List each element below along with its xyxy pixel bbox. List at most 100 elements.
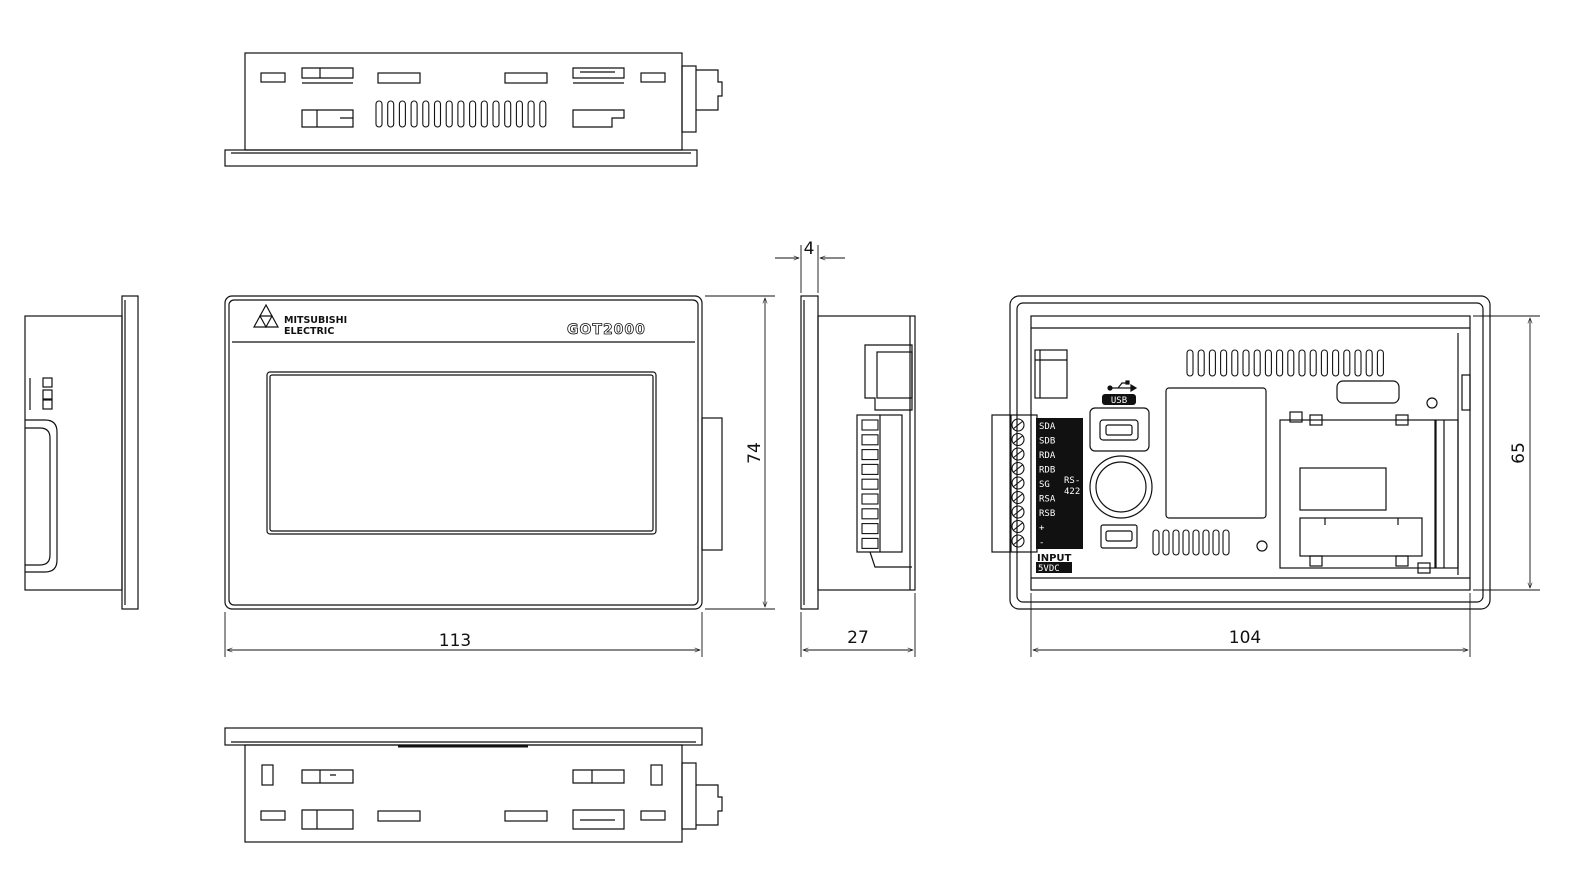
- vent-slot: [1186, 349, 1194, 377]
- dim-cutout-width: 104: [1229, 628, 1261, 648]
- vent-slot: [1162, 529, 1170, 556]
- vent-slot: [504, 100, 512, 128]
- terminal-screw-icon: [1011, 461, 1025, 476]
- vent-slot: [1276, 349, 1284, 377]
- terminal-clip: [861, 537, 879, 549]
- vent-slot: [1287, 349, 1295, 377]
- logo-line2: ELECTRIC: [284, 326, 334, 337]
- vent-slot: [433, 100, 442, 128]
- terminal-screw-icon: [1011, 418, 1025, 432]
- vent-slot: [492, 100, 500, 128]
- vent-slot: [375, 100, 383, 128]
- power-label-line1: INPUT: [1037, 553, 1072, 564]
- rear-label-area: [1165, 387, 1267, 519]
- mitsubishi-logo-icon: [252, 303, 280, 328]
- vent-slot: [1220, 349, 1228, 377]
- vent-slot: [1298, 349, 1306, 377]
- series-name: GOT2000: [567, 322, 646, 338]
- vent-slot: [1182, 529, 1190, 556]
- port-label-line2: 422: [1064, 487, 1080, 497]
- top-clip-left: [301, 67, 354, 128]
- vent-slot: [1309, 349, 1317, 377]
- terminal-label: SDB: [1039, 437, 1055, 447]
- dim-bezel-thickness: 4: [804, 239, 815, 259]
- vent-slot: [1343, 349, 1351, 377]
- front-view: [224, 295, 723, 610]
- vent-slot: [1208, 349, 1216, 377]
- rear-vent-slots-bottom: [1152, 529, 1230, 556]
- terminal-label: SDA: [1039, 422, 1056, 432]
- vent-slot: [1231, 349, 1239, 377]
- terminal-clip: [861, 508, 879, 520]
- terminal-screw-icon: [1011, 534, 1025, 548]
- terminal-screw-icon: [1011, 476, 1025, 490]
- usb-label: USB: [1111, 396, 1127, 406]
- battery-holder: [1089, 455, 1153, 519]
- display-screen: [266, 371, 657, 535]
- logo-line1: MITSUBISHI: [284, 315, 347, 326]
- dim-cutout-height: 65: [1509, 442, 1529, 464]
- rear-vent-slots-top: [1186, 349, 1384, 377]
- usb-host-port: [1100, 524, 1138, 549]
- terminal-clip: [861, 523, 879, 535]
- power-label-line2: 5VDC: [1038, 564, 1060, 574]
- terminal-clip: [861, 493, 879, 505]
- terminal-screw-icon: [1011, 519, 1025, 534]
- vent-slot: [1212, 529, 1220, 556]
- terminal-screw-icon: [1011, 432, 1025, 447]
- terminal-clip: [861, 434, 879, 446]
- vent-slot: [1264, 349, 1272, 377]
- left-side-view: [24, 295, 139, 610]
- vent-slot: [445, 100, 453, 128]
- terminal-label: RDA: [1039, 451, 1056, 461]
- right-side-view: [800, 295, 916, 610]
- vent-slot: [469, 100, 477, 128]
- vent-slot: [1242, 349, 1250, 377]
- vent-slot: [1192, 529, 1200, 556]
- vent-slot: [387, 100, 395, 128]
- vent-slot: [1253, 349, 1261, 377]
- vent-slot: [1365, 349, 1373, 377]
- terminal-label: -: [1039, 538, 1044, 548]
- dim-depth: 27: [847, 628, 869, 648]
- vent-slot: [1202, 529, 1210, 556]
- usb-icon: [1107, 380, 1138, 393]
- dim-front-height: 74: [745, 442, 765, 464]
- rear-badge: [1336, 380, 1400, 404]
- vent-slot: [398, 100, 406, 128]
- vent-slot: [1320, 349, 1328, 377]
- port-label-line1: RS-: [1064, 476, 1080, 486]
- vent-slot: [515, 100, 523, 128]
- vent-slot: [1172, 529, 1180, 556]
- vent-slot: [1197, 349, 1205, 377]
- dim-front-width: 113: [439, 631, 471, 651]
- terminal-label: SG: [1039, 480, 1050, 490]
- terminal-clip: [861, 419, 879, 431]
- vent-slot: [422, 100, 430, 128]
- vent-slot: [1332, 349, 1340, 377]
- terminal-label: RSA: [1039, 495, 1056, 505]
- terminal-clip: [861, 463, 879, 475]
- usb-device-port: [1089, 407, 1150, 452]
- terminal-screw-icon: [1011, 447, 1025, 461]
- vent-slot: [410, 100, 418, 128]
- top-view: [224, 52, 723, 167]
- top-vent-slots: [375, 100, 547, 128]
- vent-slot: [1376, 349, 1384, 377]
- vent-slot: [1354, 349, 1362, 377]
- vent-slot: [539, 100, 547, 128]
- rear-view: [991, 295, 1491, 610]
- terminal-label: +: [1039, 524, 1045, 534]
- terminal-screw-icon: [1011, 505, 1025, 519]
- terminal-clip: [861, 449, 879, 461]
- vent-slot: [480, 100, 488, 128]
- bottom-view: [224, 727, 723, 843]
- terminal-label-strip: [1036, 418, 1083, 549]
- terminal-clip: [861, 478, 879, 490]
- vent-slot: [527, 100, 535, 128]
- vent-slot: [457, 100, 465, 128]
- terminal-label: RDB: [1039, 466, 1055, 476]
- sd-card-module: [1279, 419, 1436, 569]
- vent-slot: [1152, 529, 1160, 556]
